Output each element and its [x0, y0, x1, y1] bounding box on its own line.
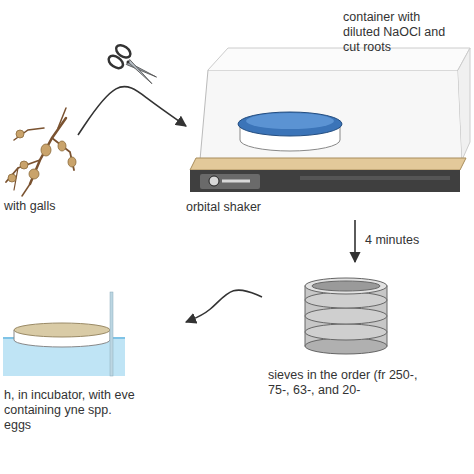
process-step: h, in incubator, with eve containing yne… [2, 290, 186, 460]
process-step: sieves in the order (fr 250-, 75-, 63-, … [262, 262, 470, 412]
gall [8, 130, 76, 182]
flow-arrow [186, 290, 262, 322]
container-dish [238, 112, 342, 151]
scissors-icon [106, 43, 160, 91]
step-label: h, in incubator, with eve containing yne… [4, 388, 142, 433]
flow-arrow [78, 87, 186, 135]
root-illustration [6, 108, 74, 196]
flow-arrow [354, 220, 356, 262]
edge-label: 4 minutes [363, 233, 421, 248]
device-label: orbital shaker [186, 200, 326, 215]
process-step: with galls [2, 105, 78, 225]
step-label: container with diluted NaOCl and cut roo… [343, 10, 455, 55]
step-label: with galls [4, 199, 76, 214]
orbital-shaker [190, 48, 470, 192]
process-step: container with diluted NaOCl and cut roo… [186, 8, 472, 220]
sieve-stack [305, 278, 387, 354]
incubator-bath [3, 292, 125, 376]
step-label: sieves in the order (fr 250-, 75-, 63-, … [268, 368, 426, 398]
